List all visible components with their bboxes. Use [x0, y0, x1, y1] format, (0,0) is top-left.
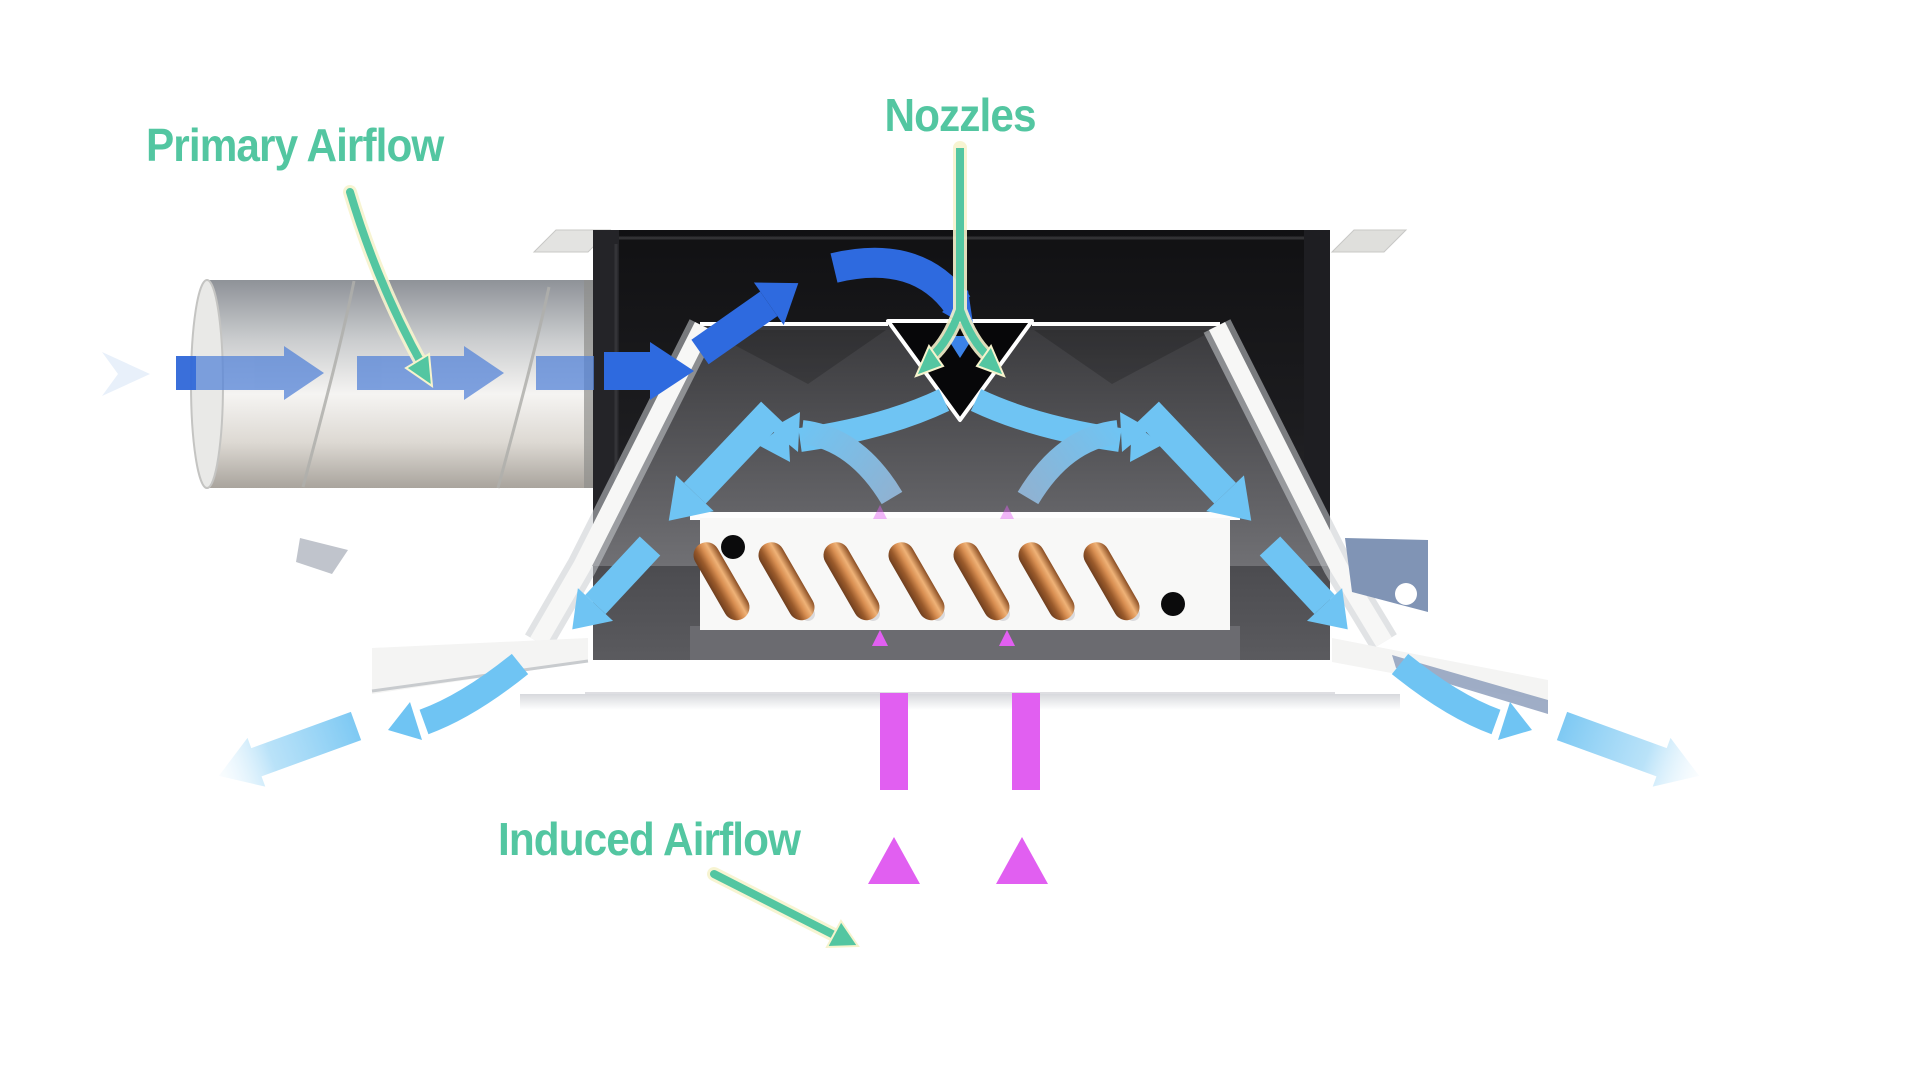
slope-arrow-head	[668, 475, 714, 521]
recirculation-arc-right-head	[1120, 412, 1150, 452]
induced-airflow-leader	[710, 870, 860, 949]
copper-tube	[1083, 542, 1140, 621]
fading-arrow-left	[218, 711, 362, 787]
hood-corner-shade-right	[1034, 330, 1214, 384]
slope-arrow-right-upper	[1137, 401, 1252, 521]
duct-spiral-seam	[496, 286, 551, 489]
coil-lower-band	[690, 626, 1240, 662]
fading-arrow-shape	[218, 711, 362, 787]
slope-arrow-left-lower	[572, 536, 661, 630]
box-arrow-diagonal	[691, 282, 799, 365]
box-arrow-curved	[830, 247, 971, 315]
recirculation-arc-left-head	[770, 412, 800, 452]
discharge-airflow-arrows	[218, 389, 1700, 787]
duct-spiral-seam	[301, 280, 356, 488]
heat-exchanger-coil	[690, 512, 1240, 662]
induced-arrow-right	[996, 837, 1048, 1006]
duct-arrow-segment	[536, 356, 594, 390]
slope-arrow-head	[1206, 475, 1252, 521]
coil-bottom-tick-left	[872, 630, 888, 646]
ceiling-face-assembly	[296, 538, 1548, 714]
copper-tube	[693, 542, 750, 621]
coil-port-hole-left	[721, 535, 745, 559]
fading-arrow-shape	[1556, 711, 1700, 787]
leader-arrowhead	[914, 343, 945, 378]
copper-tube	[953, 542, 1010, 621]
induced-airflow-arrows	[868, 505, 1048, 1006]
slope-arrow-shaft	[585, 536, 661, 615]
leader-arrowhead	[975, 343, 1006, 378]
induced-arrow-head	[996, 837, 1048, 884]
coil-port-hole-right	[1161, 592, 1185, 616]
slope-arrow-right-lower	[1259, 536, 1348, 630]
leader-arrowhead	[404, 352, 434, 389]
left-flange-wing	[372, 638, 588, 694]
induced-arrow-left	[868, 837, 920, 1006]
induced-arrow-shaft	[1007, 884, 1037, 1006]
slope-arrow-shaft	[684, 401, 783, 504]
duct-arrow-segment	[176, 346, 324, 400]
right-bracket-hole	[1395, 583, 1417, 605]
outflow-curve-left	[419, 653, 529, 735]
slope-arrow-shaft	[1137, 401, 1236, 504]
copper-tube	[888, 542, 945, 621]
box-arrow-diagonal-shaft	[691, 291, 778, 365]
induced-bar-left	[880, 693, 908, 790]
copper-tube	[1018, 542, 1075, 621]
face-panel-shadow	[520, 694, 1400, 710]
primary-airflow-leader	[346, 188, 434, 389]
recirculation-arc-right	[1017, 420, 1120, 505]
slope-arrow-shaft	[1259, 536, 1335, 615]
label-leader-arrows	[343, 141, 1006, 949]
coil-top-edge	[690, 512, 1240, 520]
copper-tube	[758, 542, 815, 621]
slope-arrow-head	[572, 588, 613, 630]
ghost-inlet-arrow	[102, 352, 150, 396]
hood-corner-shade-left	[706, 330, 886, 384]
leader-line	[346, 188, 428, 372]
leader-line	[710, 870, 844, 942]
slope-arrow-left-upper	[668, 401, 783, 521]
left-wing-edge	[371, 659, 589, 693]
induced-arrow-head	[868, 837, 920, 884]
right-skirt-panel	[1208, 321, 1392, 647]
primary-airflow-arrows	[102, 247, 974, 400]
label-nozzles: Nozzles	[884, 89, 1036, 141]
recirculation-arc-left	[800, 420, 903, 505]
coil-bottom-tick-right	[999, 630, 1015, 646]
outflow-curve-right	[1391, 653, 1501, 735]
coil-top-tick-left	[873, 505, 887, 519]
box-arrow-horizontal	[604, 342, 694, 400]
outflow-curve-left-head	[388, 702, 422, 740]
induced-arrow-shaft	[879, 884, 909, 1006]
face-panel-band	[450, 660, 1470, 694]
label-induced-airflow: Induced Airflow	[498, 813, 801, 865]
coil-top-tick-right	[1000, 505, 1014, 519]
induced-bar-right	[1012, 693, 1040, 790]
outflow-curve-right-head	[1498, 702, 1532, 740]
label-primary-airflow: Primary Airflow	[146, 119, 444, 171]
hood-slope-face	[582, 326, 1338, 566]
slope-arrow-head	[1307, 588, 1348, 630]
nozzle-jet-arrow	[946, 336, 974, 358]
nozzles-leader	[914, 148, 1006, 378]
fading-arrow-right	[1556, 711, 1700, 787]
coil-copper-tubes	[693, 542, 1140, 621]
right-wing-underside	[1392, 655, 1548, 714]
left-skirt-panel	[530, 321, 712, 647]
left-mounting-bracket	[296, 538, 348, 574]
duct-arrow-tail-cap	[176, 356, 196, 390]
copper-tube	[823, 542, 880, 621]
top-right-flange-tab	[1330, 229, 1408, 253]
box-arrow-diagonal-head	[753, 282, 799, 326]
leader-arrowhead	[825, 919, 860, 949]
